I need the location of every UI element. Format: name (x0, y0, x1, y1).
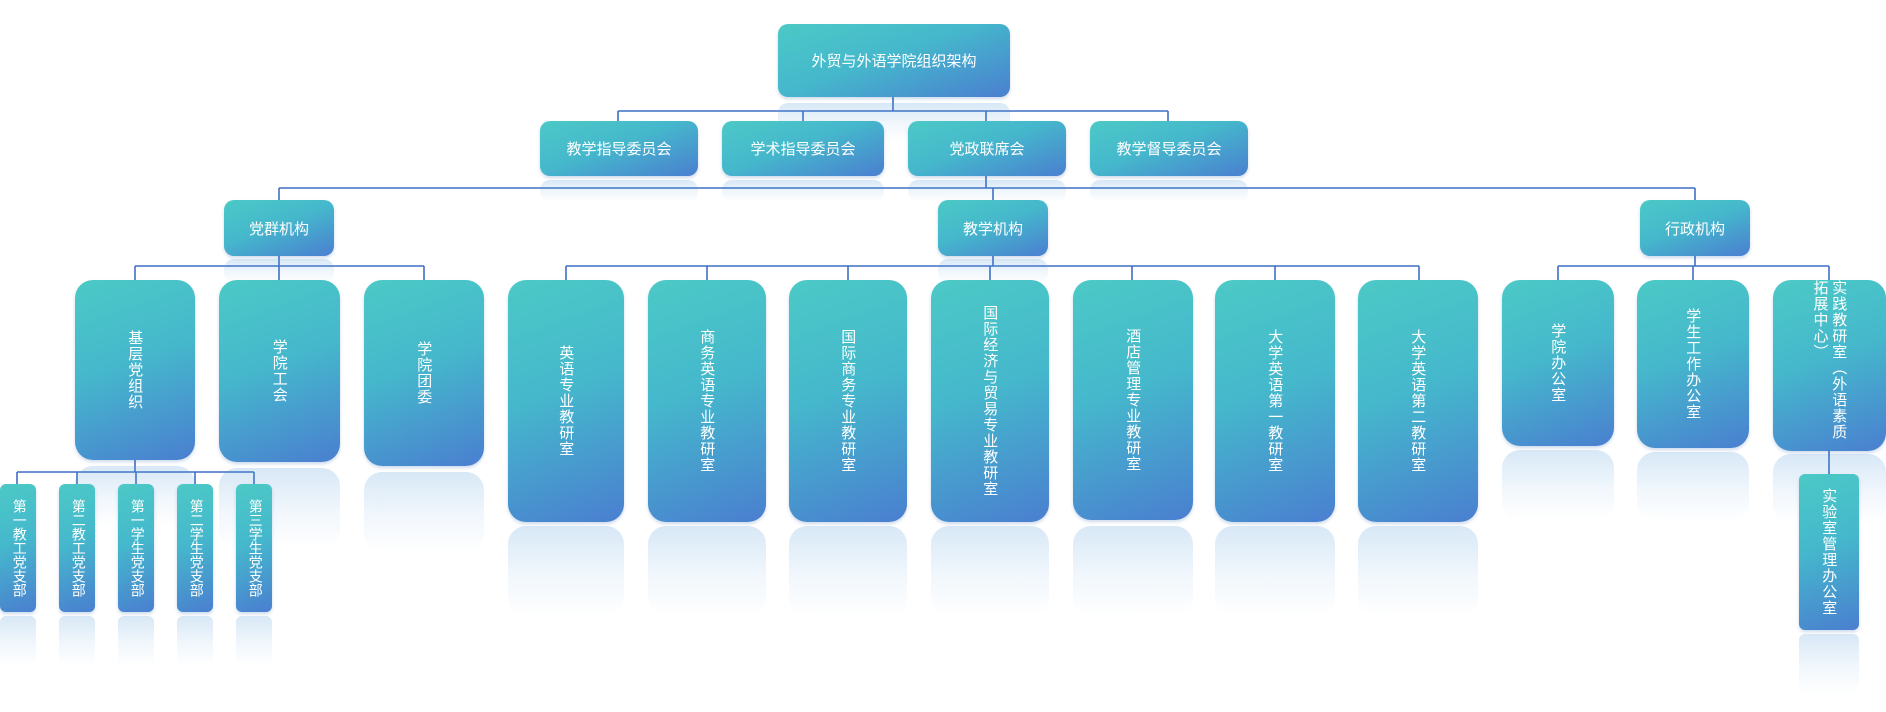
committee-joint-council: 党政联席会 (908, 121, 1066, 176)
branch-party: 党群机构 (224, 200, 334, 256)
party-branch-label: 第一学生党支部 (128, 499, 145, 597)
reflection (908, 180, 1066, 202)
party-branch-4: 第二学生党支部 (177, 484, 213, 612)
party-unit-union: 学院工会 (219, 280, 340, 462)
reflection (177, 616, 213, 666)
reflection (0, 616, 36, 666)
root-label: 外贸与外语学院组织架构 (811, 52, 977, 70)
party-branch-1: 第一教工党支部 (0, 484, 36, 612)
reflection (540, 180, 698, 202)
connector-party-units (134, 256, 425, 280)
reflection (224, 259, 334, 283)
reflection (59, 616, 95, 666)
reflection (1502, 450, 1614, 520)
admin-unit-college-office: 学院办公室 (1502, 280, 1614, 446)
teaching-unit-label: 国际商务专业教研室 (839, 329, 858, 473)
party-branch-5: 第三学生党支部 (236, 484, 272, 612)
reflection (364, 472, 484, 552)
connector-admin-units (1557, 256, 1830, 280)
reflection (789, 526, 907, 616)
teaching-unit-english: 英语专业教研室 (508, 280, 624, 522)
branch-label: 教学机构 (962, 219, 1023, 238)
reflection (1215, 526, 1335, 616)
teaching-unit-college-english-2: 大学英语第二教研室 (1358, 280, 1478, 522)
teaching-unit-intl-business: 国际商务专业教研室 (789, 280, 907, 522)
committee-label: 学术指导委员会 (750, 140, 856, 158)
reflection (648, 526, 766, 616)
party-branch-label: 第一教工党支部 (10, 499, 27, 597)
reflection (236, 616, 272, 666)
admin-unit-student-affairs: 学生工作办公室 (1637, 280, 1749, 448)
branch-admin: 行政机构 (1640, 200, 1750, 256)
committee-academic-guidance: 学术指导委员会 (722, 121, 884, 176)
reflection (1637, 452, 1749, 522)
reflection (1799, 634, 1859, 694)
teaching-unit-business-english: 商务英语专业教研室 (648, 280, 766, 522)
reflection (508, 526, 624, 616)
teaching-unit-intl-econ-trade: 国际经济与贸易专业教研室 (931, 280, 1049, 522)
admin-unit-label: 学生工作办公室 (1684, 308, 1703, 420)
branch-teaching: 教学机构 (938, 200, 1048, 256)
party-unit-label: 基层党组织 (126, 330, 145, 410)
party-unit-youth-league: 学院团委 (364, 280, 484, 466)
connector-teaching-units (565, 256, 1420, 280)
root-node: 外贸与外语学院组织架构 (778, 24, 1010, 97)
teaching-unit-label: 国际经济与贸易专业教研室 (981, 305, 1000, 497)
reflection (1090, 180, 1248, 202)
party-unit-label: 学院团委 (415, 341, 434, 405)
teaching-unit-hotel-management: 酒店管理专业教研室 (1073, 280, 1193, 520)
admin-unit-label: 学院办公室 (1549, 323, 1568, 403)
teaching-unit-college-english-1: 大学英语第一教研室 (1215, 280, 1335, 522)
lab-office-label: 实验室管理办公室 (1820, 488, 1839, 616)
committee-label: 教学指导委员会 (566, 140, 672, 158)
party-branch-3: 第一学生党支部 (118, 484, 154, 612)
reflection (118, 616, 154, 666)
teaching-unit-label: 大学英语第一教研室 (1266, 329, 1285, 473)
committee-label: 教学督导委员会 (1116, 140, 1222, 158)
connector-council-branches (278, 176, 1696, 200)
admin-unit-label: 实践教研室（外语素质拓展中心） (1811, 280, 1849, 451)
party-branch-label: 第三学生党支部 (246, 499, 263, 597)
reflection (1073, 526, 1193, 616)
admin-unit-label-line1: 实践教研室 (1830, 280, 1849, 360)
branch-label: 党群机构 (248, 219, 309, 238)
reflection (938, 259, 1048, 283)
committee-teaching-supervision: 教学督导委员会 (1090, 121, 1248, 176)
teaching-unit-label: 大学英语第二教研室 (1409, 329, 1428, 473)
teaching-unit-label: 酒店管理专业教研室 (1124, 328, 1143, 472)
connector-party-branches (16, 460, 255, 484)
party-branch-label: 第二学生党支部 (187, 499, 204, 597)
reflection (722, 180, 884, 202)
party-unit-grassroots: 基层党组织 (75, 280, 195, 460)
teaching-unit-label: 商务英语专业教研室 (698, 329, 717, 473)
teaching-unit-label: 英语专业教研室 (557, 345, 576, 457)
committee-teaching-guidance: 教学指导委员会 (540, 121, 698, 176)
party-unit-label: 学院工会 (270, 339, 289, 403)
party-branch-2: 第二教工党支部 (59, 484, 95, 612)
admin-unit-practice-teaching: 实践教研室（外语素质拓展中心） (1773, 280, 1886, 451)
party-branch-label: 第二教工党支部 (69, 499, 86, 597)
committee-label: 党政联席会 (949, 140, 1025, 158)
reflection (931, 526, 1049, 616)
branch-label: 行政机构 (1664, 219, 1725, 238)
lab-management-office: 实验室管理办公室 (1799, 474, 1859, 630)
reflection (1358, 526, 1478, 616)
admin-unit-label-line2: （外语素质拓展中心） (1811, 280, 1849, 440)
connector-root-committees (617, 97, 1169, 121)
